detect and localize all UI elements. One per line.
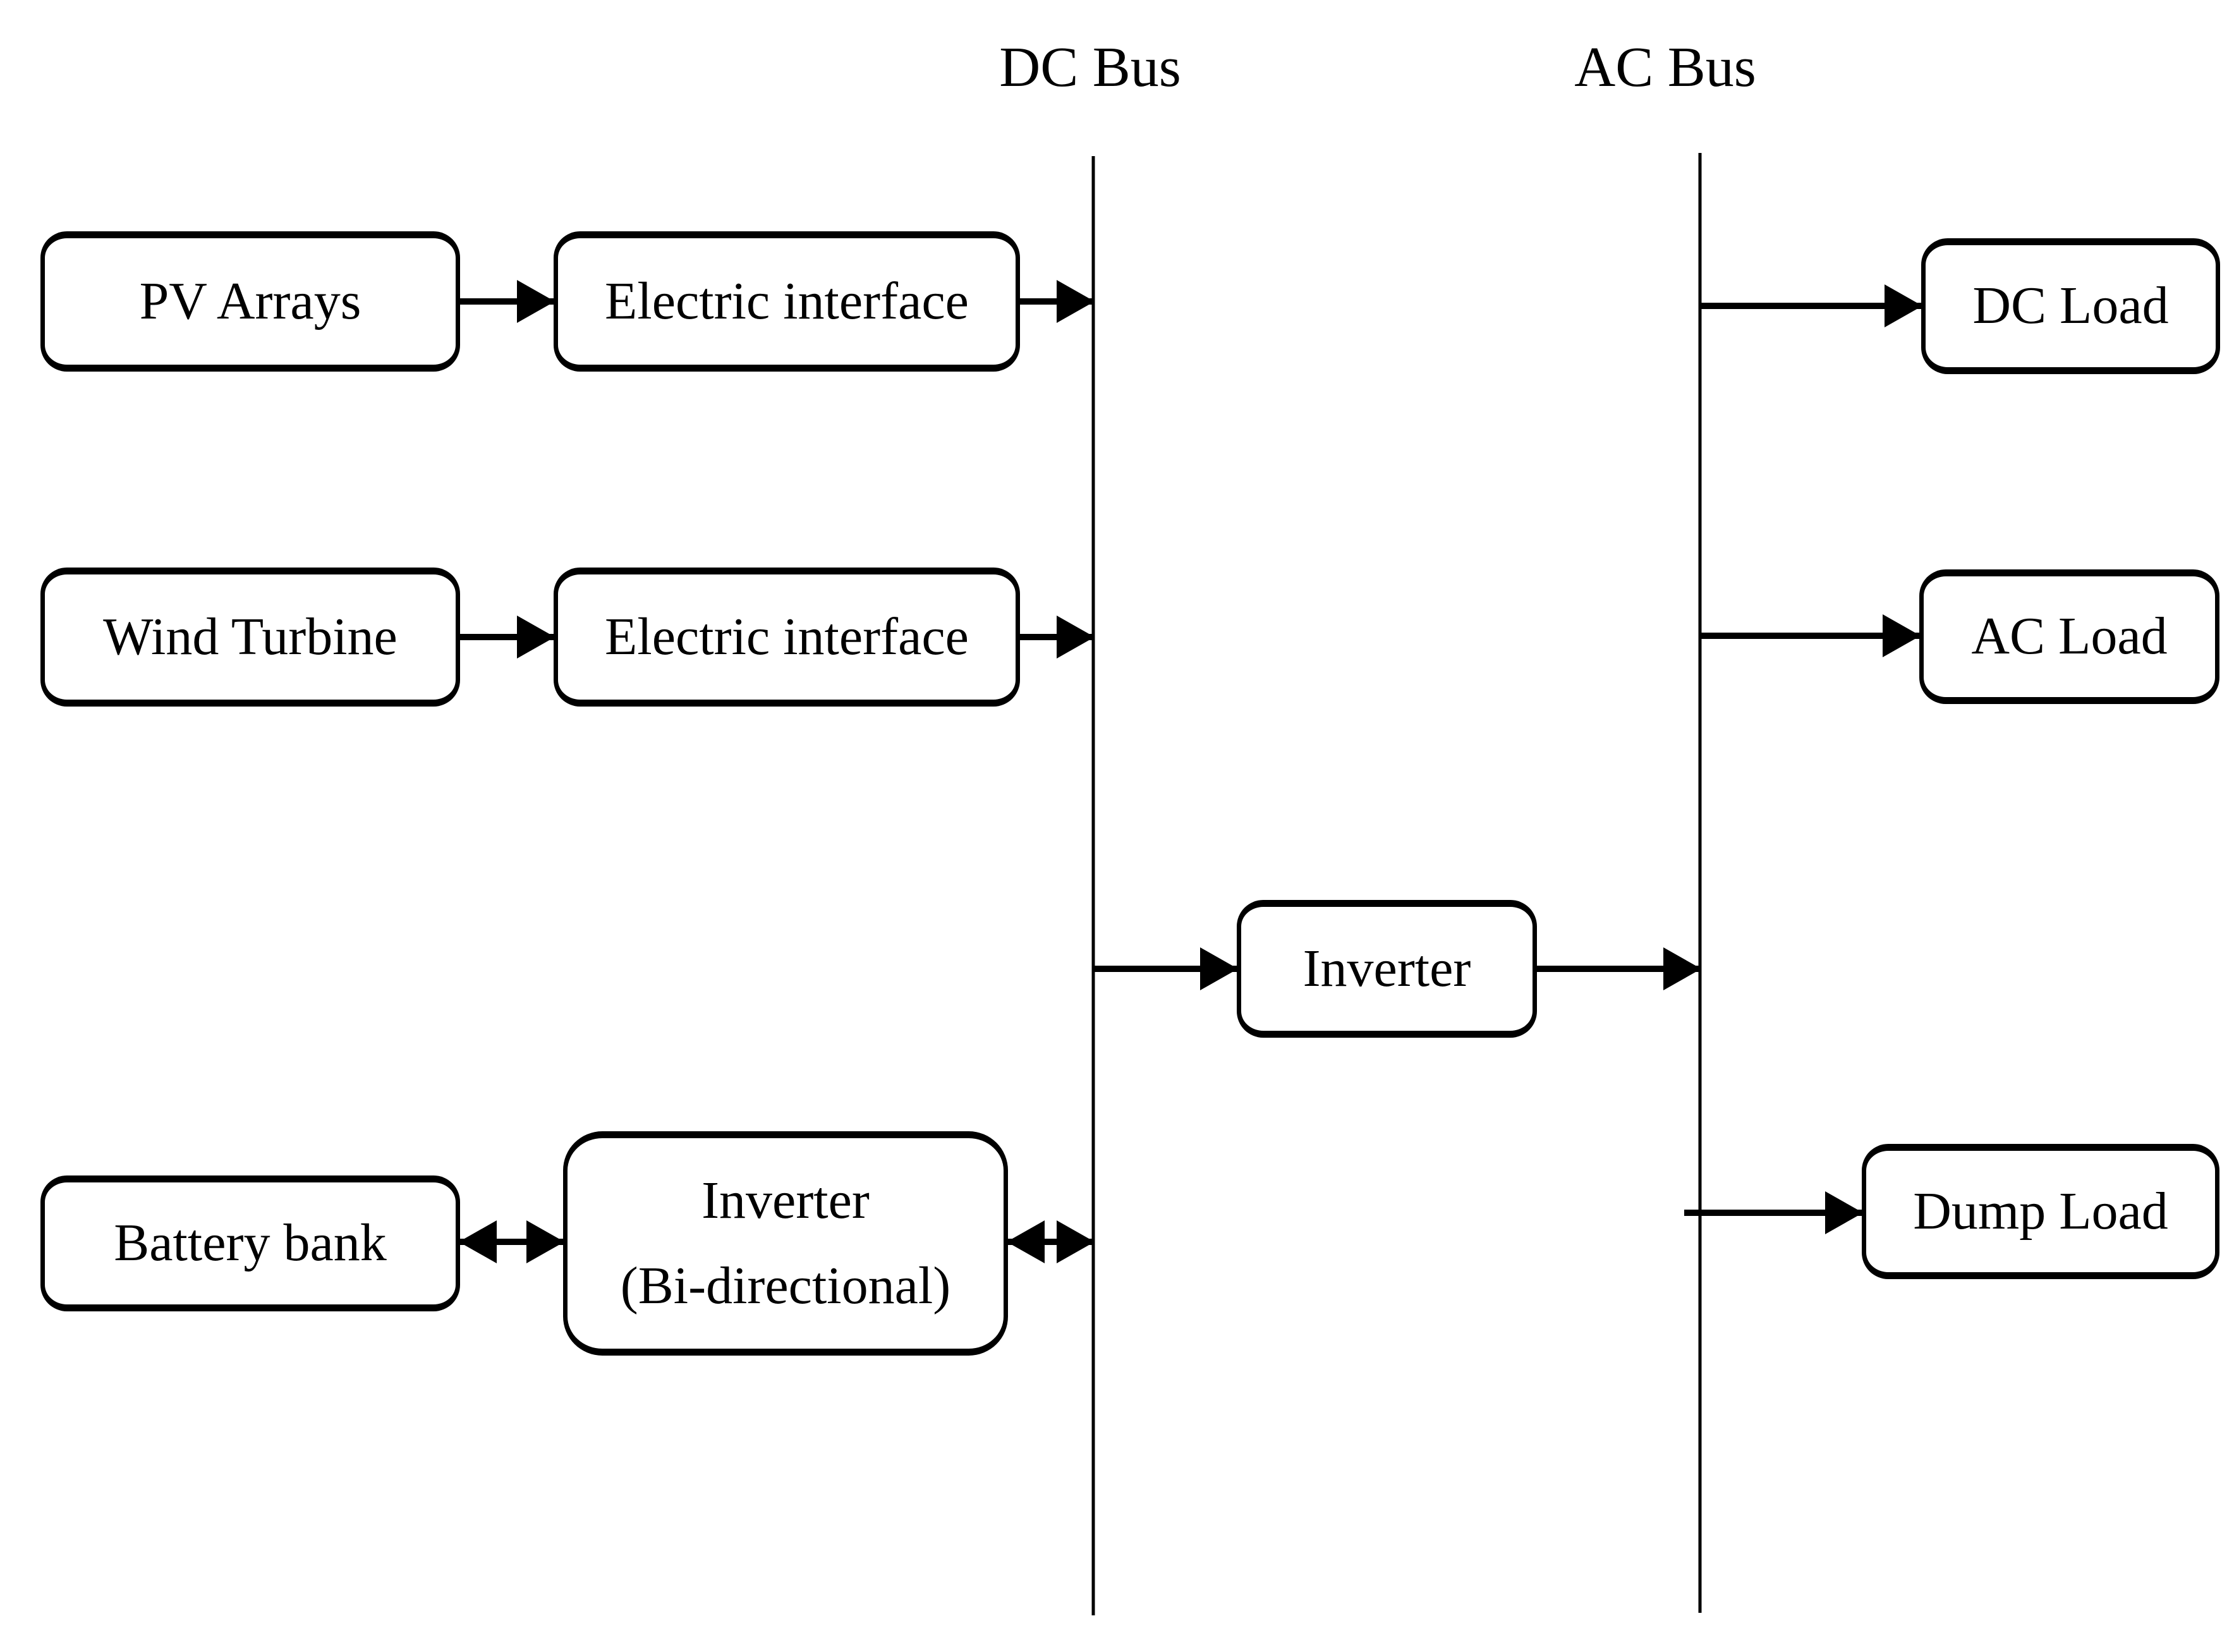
node-battery-bank: Battery bank: [40, 1175, 460, 1311]
node-inverter: Inverter: [1237, 900, 1537, 1038]
node-bidirectional-inverter: Inverter (Bi-directional): [563, 1131, 1008, 1356]
node-ac-load-label: AC Load: [1971, 607, 2168, 666]
node-battery-bank-label: Battery bank: [114, 1213, 387, 1273]
node-electric-interface-1-label: Electric interface: [605, 271, 969, 331]
node-electric-interface-2-label: Electric interface: [605, 607, 969, 666]
node-dc-load: DC Load: [1921, 238, 2220, 374]
node-wind-turbine: Wind Turbine: [40, 568, 460, 707]
ac-bus-label: AC Bus: [1574, 36, 1756, 99]
node-pv-arrays: PV Arrays: [40, 231, 460, 372]
node-dc-load-label: DC Load: [1972, 276, 2169, 336]
node-electric-interface-1: Electric interface: [554, 231, 1020, 372]
dc-bus-label: DC Bus: [999, 36, 1181, 99]
node-bidirectional-inverter-line1: Inverter: [701, 1171, 870, 1230]
node-inverter-label: Inverter: [1302, 938, 1471, 998]
node-electric-interface-2: Electric interface: [554, 568, 1020, 707]
node-bidirectional-inverter-line2: (Bi-directional): [620, 1256, 951, 1315]
node-dump-load-label: Dump Load: [1913, 1181, 2168, 1241]
node-wind-turbine-label: Wind Turbine: [103, 607, 398, 666]
node-pv-arrays-label: PV Arrays: [139, 271, 361, 331]
node-dump-load: Dump Load: [1862, 1144, 2219, 1279]
node-ac-load: AC Load: [1919, 569, 2219, 704]
